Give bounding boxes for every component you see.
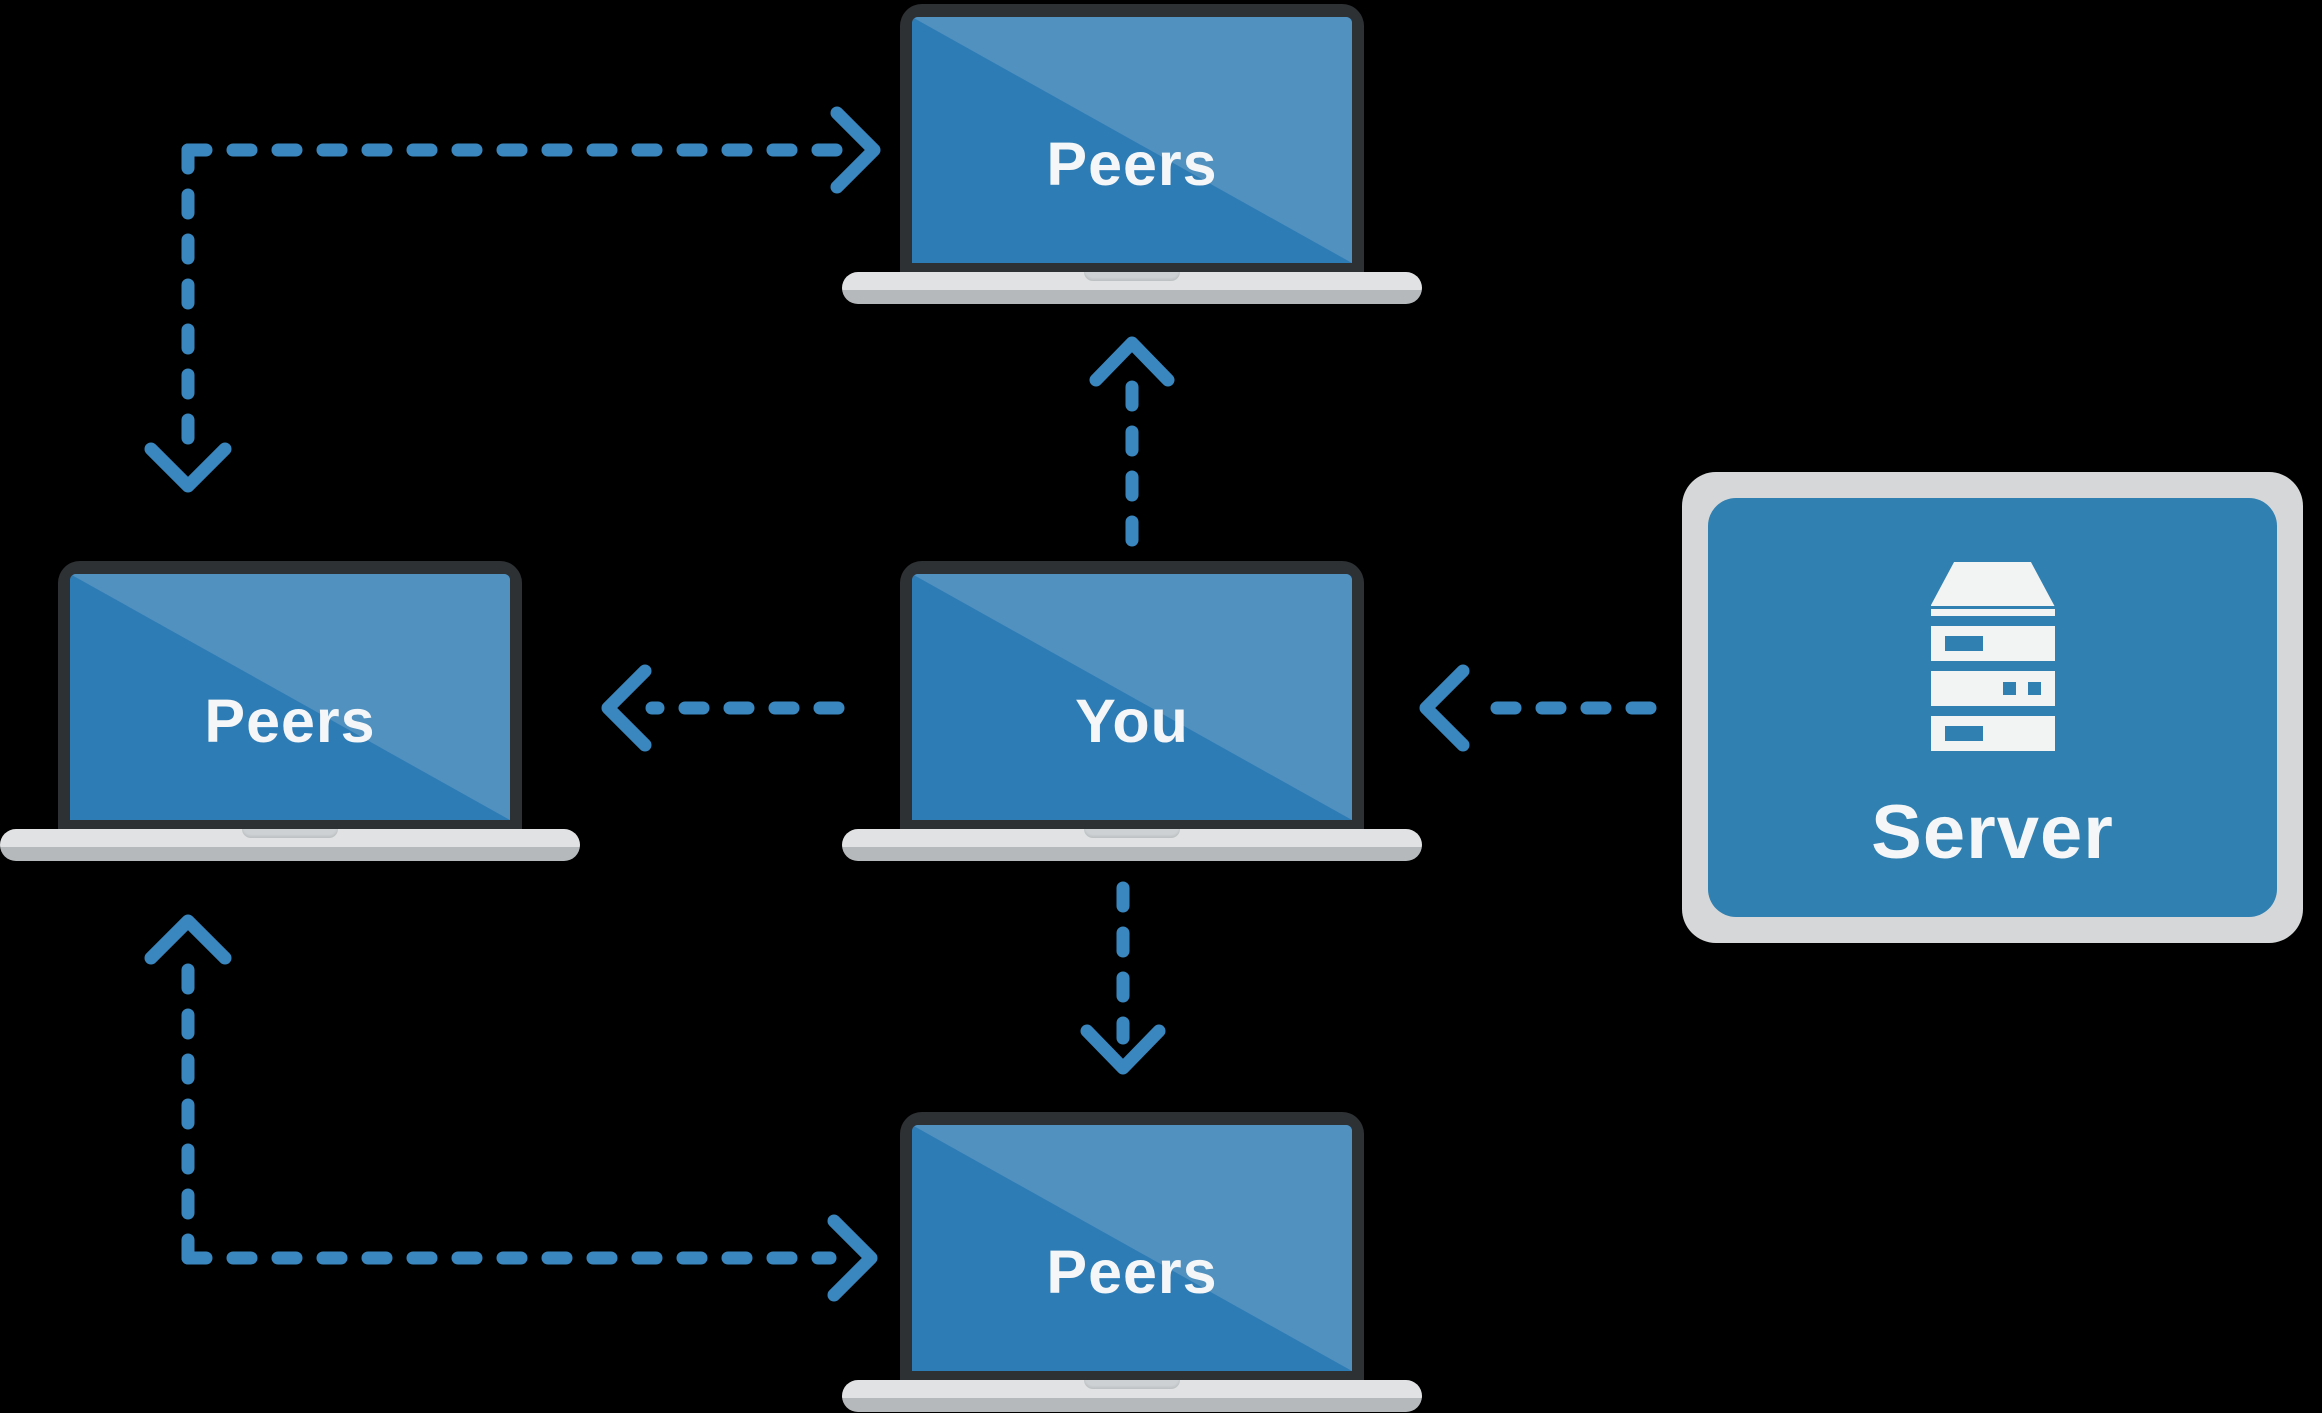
server-icon-port <box>1944 726 1983 741</box>
server-icon-led <box>2027 682 2041 695</box>
laptop-notch <box>1084 829 1180 838</box>
arrowhead-right-icon <box>827 1214 878 1302</box>
laptop-bezel: Peers <box>58 561 522 829</box>
arrowhead-up-icon <box>144 914 232 965</box>
server-icon-unit <box>1930 671 2055 706</box>
arrow-you-to-peers-top <box>1089 336 1175 547</box>
laptop-base <box>842 1380 1422 1412</box>
laptop-display: You <box>912 574 1352 820</box>
node-label: Server <box>1871 790 2114 875</box>
laptop-display: Peers <box>70 574 510 820</box>
server-rack-icon <box>1930 562 2055 751</box>
arrowhead-down-icon <box>1080 1024 1166 1075</box>
arrow-peers-left-to-peers-bottom-elbow <box>144 914 878 1302</box>
arrow-server-to-you <box>1419 664 1657 752</box>
server-icon-unit <box>1930 716 2055 751</box>
laptop-notch <box>242 829 338 838</box>
node-label: Peers <box>1046 130 1218 198</box>
arrowhead-up-icon <box>1089 336 1175 387</box>
node-label: Peers <box>1046 1238 1218 1306</box>
laptop-peers-bottom: Peers <box>842 1112 1422 1412</box>
node-label: You <box>1075 687 1189 755</box>
laptop-display: Peers <box>912 17 1352 263</box>
laptop-peers-top: Peers <box>842 4 1422 304</box>
server-monitor: Server <box>1682 472 2303 943</box>
arrowhead-left-icon <box>1419 664 1470 752</box>
laptop-peers-left: Peers <box>0 561 580 861</box>
laptop-notch <box>1084 1380 1180 1389</box>
arrowhead-left-icon <box>601 664 652 752</box>
arrowhead-down-icon <box>144 442 232 493</box>
server-icon-top <box>1930 562 2055 606</box>
server-icon-port <box>1944 636 1983 651</box>
server-display: Server <box>1708 498 2277 917</box>
laptop-base <box>842 829 1422 861</box>
node-label: Peers <box>204 687 376 755</box>
server-icon-unit <box>1930 626 2055 661</box>
server-icon-led <box>2002 682 2016 695</box>
laptop-bezel: Peers <box>900 4 1364 272</box>
laptop-notch <box>1084 272 1180 281</box>
arrow-peers-left-to-peers-top-elbow <box>144 106 881 493</box>
server-icon-lip <box>1930 609 2055 616</box>
arrow-you-to-peers-bottom <box>1080 881 1166 1075</box>
laptop-base <box>0 829 580 861</box>
laptop-bezel: Peers <box>900 1112 1364 1380</box>
laptop-you: You <box>842 561 1422 861</box>
laptop-base <box>842 272 1422 304</box>
arrow-you-to-peers-left <box>601 664 845 752</box>
arrowhead-right-icon <box>830 106 881 194</box>
laptop-bezel: You <box>900 561 1364 829</box>
laptop-display: Peers <box>912 1125 1352 1371</box>
